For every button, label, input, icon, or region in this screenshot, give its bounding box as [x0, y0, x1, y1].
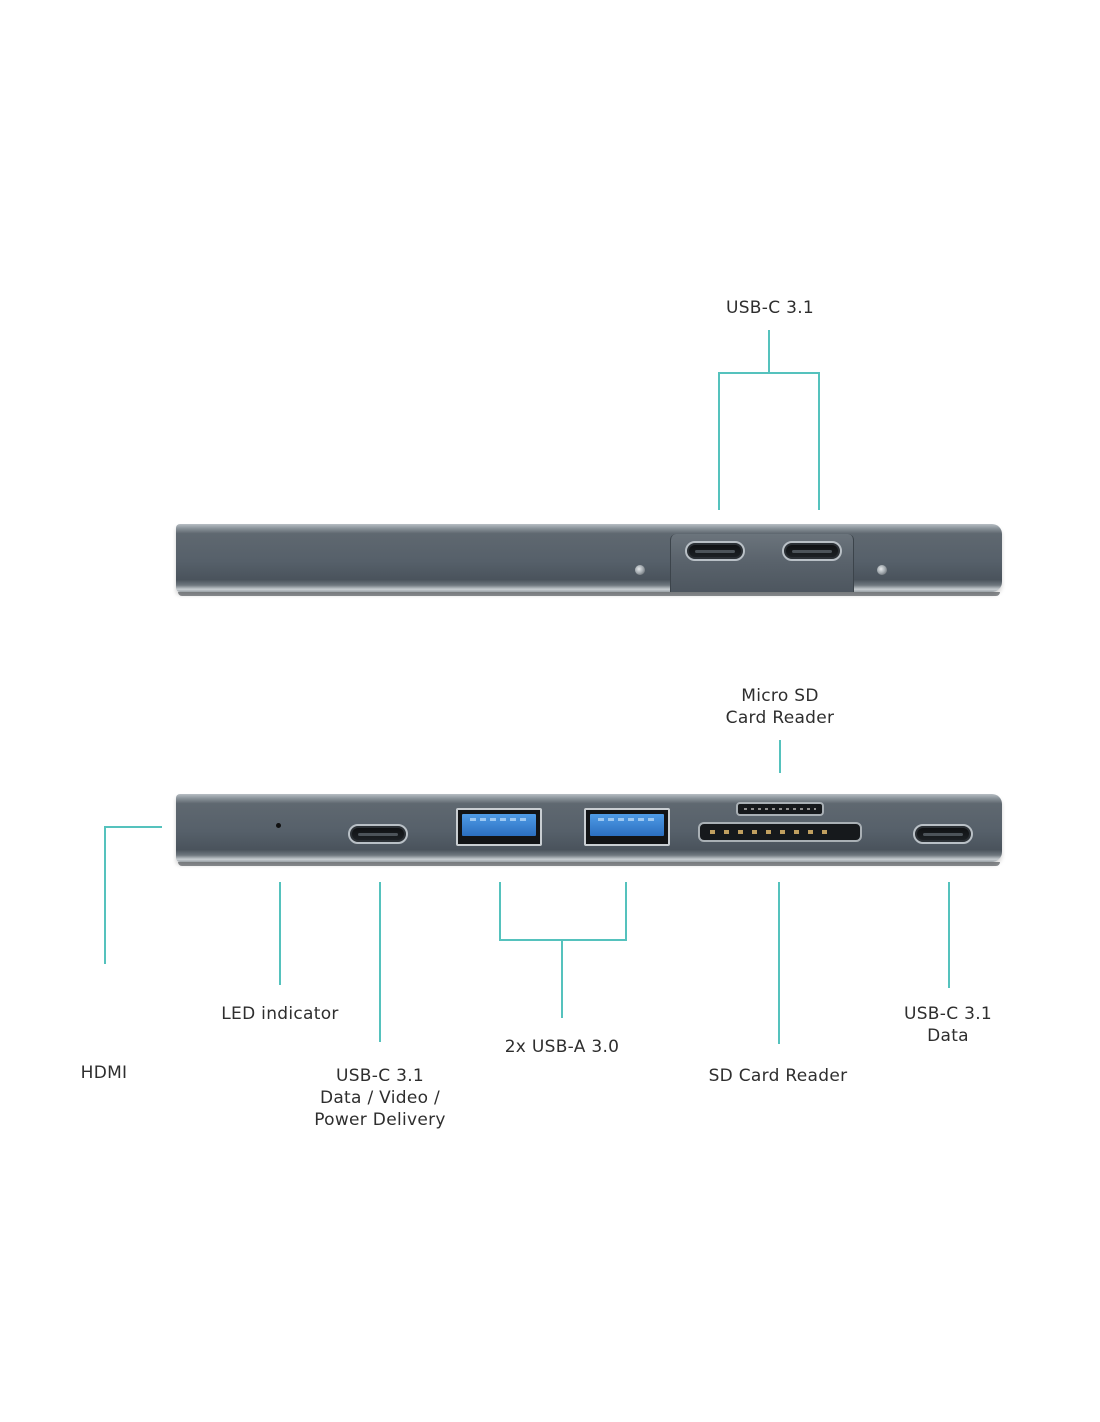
callout-usbc-pair-bar	[718, 372, 820, 374]
usba-port-1	[456, 808, 542, 846]
usbc-pd-port	[348, 824, 408, 844]
callout-usbc-pd	[379, 882, 381, 1042]
sd-card-slot	[698, 822, 862, 842]
callout-micro-sd	[779, 740, 781, 773]
hub-top-view	[176, 524, 1002, 596]
usbc-data-port	[913, 824, 973, 844]
label-usbc-pair: USB-C 3.1	[725, 298, 815, 318]
usbc-port-2	[782, 541, 842, 561]
callout-usba-right	[625, 882, 627, 940]
label-usbc-data: USB-C 3.1 Data	[878, 1003, 1018, 1047]
label-usba: 2x USB-A 3.0	[504, 1037, 620, 1057]
screw-right	[877, 565, 887, 575]
label-usbc-pd: USB-C 3.1 Data / Video / Power Delivery	[300, 1065, 460, 1131]
callout-usbc-pair-left	[718, 372, 720, 510]
label-micro-sd-line1: Micro SD	[741, 686, 819, 706]
label-usbc-pd-line1: USB-C 3.1	[335, 1066, 425, 1086]
usba-port-1-tongue	[462, 814, 536, 836]
label-micro-sd-line2: Card Reader	[725, 708, 835, 728]
usba-port-2	[584, 808, 670, 846]
label-sd: SD Card Reader	[708, 1066, 848, 1086]
micro-sd-slot	[736, 802, 824, 816]
callout-usbc-data	[948, 882, 950, 988]
callout-usba-left	[499, 882, 501, 940]
label-led: LED indicator	[221, 1004, 339, 1024]
callout-hdmi-bar	[104, 826, 162, 828]
label-hdmi: HDMI	[80, 1063, 128, 1083]
label-usbc-data-line2: Data	[927, 1026, 969, 1046]
callout-hdmi-stem	[104, 826, 106, 964]
label-usbc-pd-line2: Data / Video /	[319, 1088, 441, 1108]
label-usbc-pd-line3: Power Delivery	[314, 1110, 446, 1130]
screw-left	[635, 565, 645, 575]
callout-usbc-pair-right	[818, 372, 820, 510]
callout-led	[279, 882, 281, 985]
callout-sd	[778, 882, 780, 1044]
usba-port-2-tongue	[590, 814, 664, 836]
callout-usbc-pair-stem	[768, 330, 770, 373]
label-micro-sd: Micro SD Card Reader	[700, 685, 860, 729]
label-usbc-data-line1: USB-C 3.1	[903, 1004, 993, 1024]
callout-usba-stem	[561, 939, 563, 1018]
usbc-port-1	[685, 541, 745, 561]
hub-front-view	[176, 794, 1002, 866]
callout-usba-bar	[499, 939, 627, 941]
led-indicator	[276, 823, 281, 828]
